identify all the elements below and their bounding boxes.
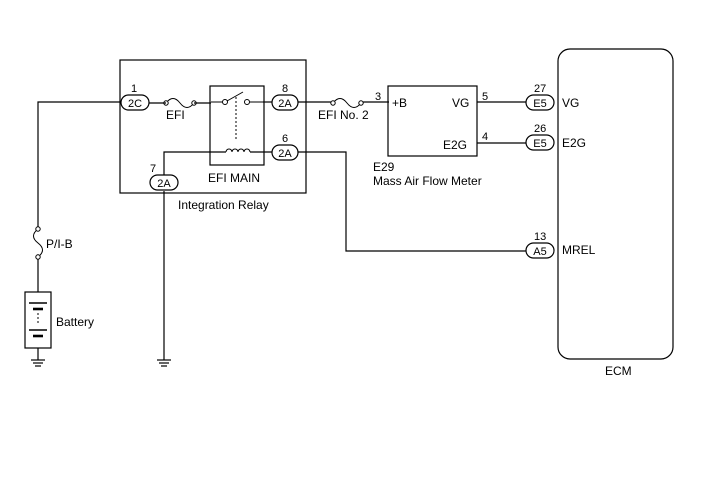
pin-1: 1 — [131, 83, 137, 95]
battery: Battery — [24, 291, 94, 349]
efi-main-label: EFI MAIN — [208, 171, 260, 185]
maf-term-e2g: E2G — [443, 138, 467, 152]
efi-no2-fuse: EFI No. 2 — [318, 98, 369, 122]
mass-air-flow-meter: +B VG E2G E29 Mass Air Flow Meter — [373, 85, 482, 188]
maf-name: Mass Air Flow Meter — [373, 174, 482, 188]
svg-text:E5: E5 — [533, 98, 546, 110]
pib-label: P/I-B — [46, 237, 73, 251]
pin-7: 7 — [150, 163, 156, 175]
ecm-term-vg: VG — [562, 96, 579, 110]
pin-3: 3 — [375, 91, 381, 103]
svg-text:E5: E5 — [533, 138, 546, 150]
wire-7-to-coil — [163, 151, 226, 175]
battery-box — [24, 291, 52, 349]
wire-6-to-mrel — [298, 151, 526, 252]
pin-27: 27 — [534, 83, 546, 95]
pin-8: 8 — [282, 83, 288, 95]
pin-6: 6 — [282, 133, 288, 145]
ecm: ECM VG E2G MREL — [557, 48, 674, 378]
integration-relay-label: Integration Relay — [178, 198, 269, 212]
maf-term-vg: VG — [452, 96, 469, 110]
maf-code: E29 — [373, 160, 395, 174]
relay-switch-symbol — [211, 91, 263, 140]
connector-e5-e2g: E5 — [525, 134, 555, 151]
ecm-term-mrel: MREL — [562, 243, 596, 257]
svg-text:2A: 2A — [157, 178, 171, 190]
integration-relay-box — [119, 59, 307, 194]
connector-2a-pin8: 2A — [271, 94, 299, 111]
connector-2a-pin6: 2A — [271, 144, 299, 161]
pib-fuse: P/I-B — [33, 226, 73, 260]
efi-fuse-symbol — [165, 98, 195, 108]
ecm-term-e2g: E2G — [562, 136, 586, 150]
ground-icon — [157, 359, 171, 367]
battery-label: Battery — [56, 315, 94, 329]
maf-term-b: +B — [392, 96, 407, 110]
ecm-box — [557, 48, 674, 360]
relay-coil-symbol — [225, 148, 251, 153]
efi-fuse-label: EFI — [166, 108, 185, 122]
ecm-label: ECM — [605, 364, 632, 378]
pin-4: 4 — [482, 131, 488, 143]
pin-26: 26 — [534, 123, 546, 135]
wires — [37, 101, 526, 360]
connector-a5-mrel: A5 — [525, 242, 555, 259]
connector-2c: 2C — [120, 94, 150, 111]
efi-no2-label: EFI No. 2 — [318, 108, 369, 122]
integration-relay: Integration Relay EFI MAIN EFI — [119, 59, 307, 212]
connector-2a-pin7: 2A — [149, 174, 179, 191]
connector-e5-vg: E5 — [525, 94, 555, 111]
wire-battery-to-2c — [37, 101, 121, 228]
svg-text:2A: 2A — [278, 98, 292, 110]
svg-text:2A: 2A — [278, 148, 292, 160]
pin-5: 5 — [482, 91, 488, 103]
ground-icon — [31, 359, 45, 367]
pin-13: 13 — [534, 231, 546, 243]
efi-main-relay-box — [209, 85, 265, 166]
svg-text:A5: A5 — [533, 246, 546, 258]
svg-text:2C: 2C — [128, 98, 142, 110]
maf-box — [387, 85, 478, 157]
